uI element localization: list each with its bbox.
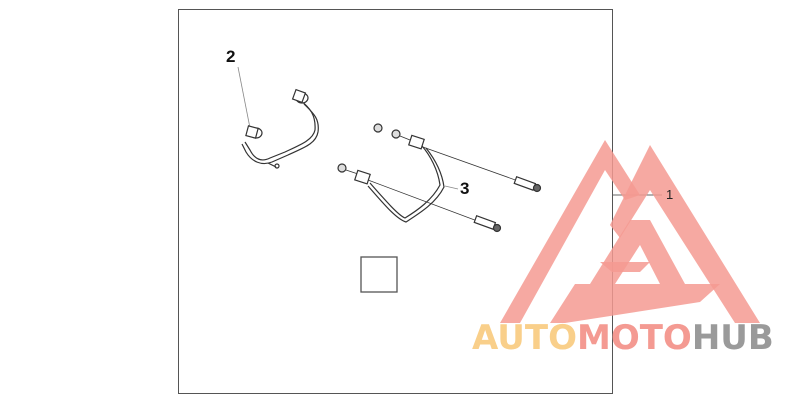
- part-2-bracket: [237, 66, 319, 169]
- diagram-frame: [178, 9, 613, 394]
- watermark-text: AUTOMOTOHUB: [472, 318, 774, 358]
- callout-1: 1: [666, 187, 674, 202]
- callout-2: 2: [226, 47, 236, 66]
- small-square: [360, 256, 398, 293]
- watermark-moto: MOTO: [576, 318, 692, 358]
- watermark-hub: HUB: [691, 318, 774, 358]
- part-3-bar: [337, 123, 542, 233]
- callout-3: 3: [460, 179, 470, 198]
- watermark-auto: AUTO: [472, 318, 577, 358]
- watermark-logo: [500, 140, 760, 323]
